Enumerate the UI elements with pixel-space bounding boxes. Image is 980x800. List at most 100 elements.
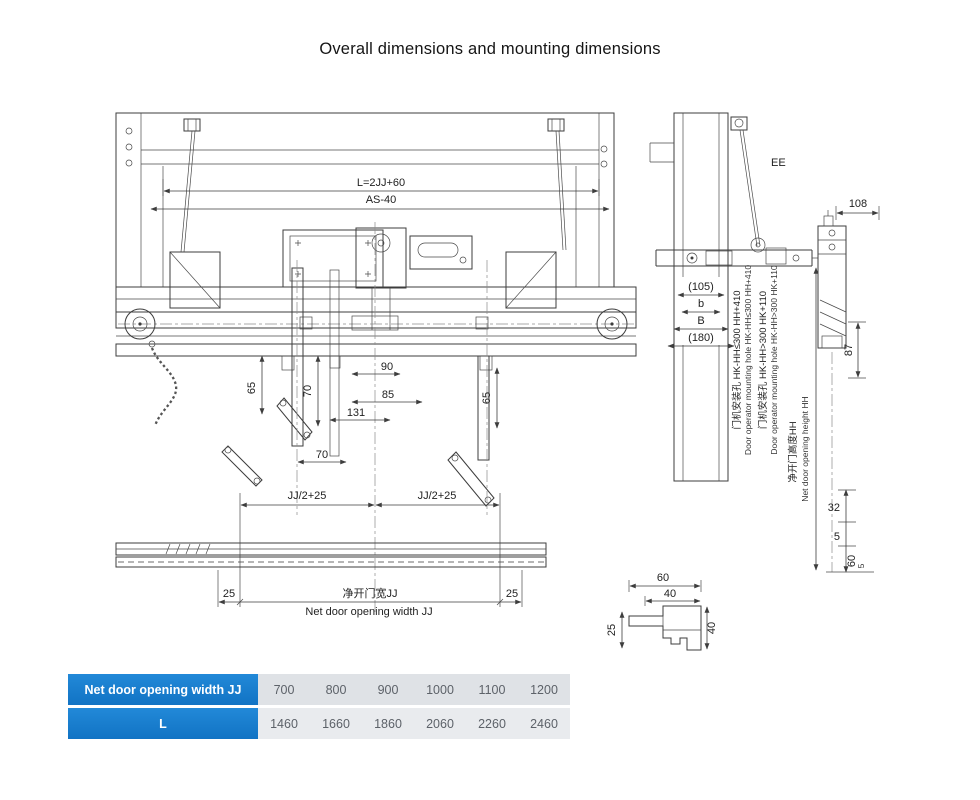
svg-text:90: 90 [381, 361, 393, 373]
header-arm-assembly [655, 237, 818, 267]
wall-width-dims: (105) b B (180) [667, 277, 735, 349]
hanger-bolt-left [180, 118, 201, 253]
svg-text:108: 108 [849, 198, 867, 210]
dim-bottom-chain: 32 5 60 5 [826, 489, 874, 573]
door-coupler-left [221, 445, 263, 487]
svg-text:JJ/2+25: JJ/2+25 [288, 490, 327, 502]
compensation-chain [148, 340, 178, 427]
controller-box [282, 229, 384, 288]
dim-65-right: 65 [481, 367, 500, 429]
dim-87: 87 [843, 321, 866, 379]
mounting-hole [125, 127, 133, 135]
dim-108: 108 [835, 198, 880, 220]
svg-text:87: 87 [843, 344, 855, 356]
dim-85: 85 [351, 389, 423, 405]
dim-25-left-label: 25 [223, 588, 235, 600]
mounting-hole [125, 159, 133, 167]
svg-text:65: 65 [481, 392, 493, 404]
svg-text:65: 65 [246, 382, 258, 394]
dim-section-25: 25 [606, 611, 625, 649]
table-cell: 1660 [310, 708, 362, 739]
net-height-cn-label: 净开门高度HH [787, 421, 799, 482]
dim-jj-half-right: JJ/2+25 [375, 490, 500, 508]
table-row-l: L 1460 1660 1860 2060 2260 2460 [68, 708, 570, 739]
motor-pulley [355, 227, 407, 330]
dim-B-label: B [697, 315, 704, 327]
dim-65-left: 65 [246, 355, 265, 415]
table-cell: 1200 [518, 674, 570, 705]
dim-60-label: 60 [846, 555, 858, 567]
section-detail: 60 40 25 40 [606, 572, 718, 651]
dim-5a-label: 5 [834, 531, 840, 543]
dim-section-40-side: 40 [704, 606, 718, 650]
mounting-hole-note-2-en: Door operator mounting hole HK-HH>300 HK… [769, 265, 779, 455]
svg-text:60: 60 [657, 572, 669, 584]
top-bracket [730, 116, 761, 247]
roller-right [596, 308, 628, 340]
table-cell: 1100 [466, 674, 518, 705]
mounting-hole [600, 160, 608, 168]
dim-32-label: 32 [828, 502, 840, 514]
svg-text:131: 131 [347, 407, 365, 419]
side-view: EE 108 [649, 112, 880, 573]
hanger-bolt-right [547, 118, 567, 251]
table-header-l: L [68, 708, 258, 739]
dim-l-formula: L=2JJ+60 [162, 177, 600, 196]
roller-left [124, 308, 156, 340]
dim-5b-label: 5 [856, 563, 866, 568]
mounting-hole-note-2-cn: 门机安装孔 HK-HH>300 HK+110 [757, 291, 769, 429]
svg-text:JJ/2+25: JJ/2+25 [418, 490, 457, 502]
net-height-en-label: Net door opening height HH [800, 396, 810, 501]
mounting-hole [125, 143, 133, 151]
table-cell: 2260 [466, 708, 518, 739]
table-cell: 2060 [414, 708, 466, 739]
dim-as40: AS-40 [150, 194, 610, 212]
transom-panel [115, 112, 615, 288]
dim-net-width: 25 净开门宽JJ 25 Net door opening width JJ [217, 570, 523, 618]
net-width-cn-label: 净开门宽JJ [343, 586, 398, 600]
svg-text:85: 85 [382, 389, 394, 401]
dim-section-60: 60 [628, 572, 702, 592]
operator-profile [817, 210, 847, 349]
svg-text:70: 70 [302, 385, 314, 397]
model-label: AS-40 [366, 194, 397, 206]
svg-text:40: 40 [706, 622, 718, 634]
table-cell: 900 [362, 674, 414, 705]
svg-text:40: 40 [664, 588, 676, 600]
table-cell: 1000 [414, 674, 466, 705]
table-cell: 2460 [518, 708, 570, 739]
mounting-hole-note-1-en: Door operator mounting hole HK-HH≤300 HH… [743, 265, 753, 455]
dim-70-upper: 70 [302, 355, 321, 427]
door-vane-left [276, 267, 340, 457]
page-title: Overall dimensions and mounting dimensio… [319, 40, 661, 58]
dim-b-label: b [698, 298, 704, 310]
svg-text:70: 70 [316, 449, 328, 461]
dim-section-40-top: 40 [644, 588, 701, 606]
net-width-en-label: Net door opening width JJ [305, 606, 432, 618]
dim-131: 131 [329, 407, 391, 423]
sill-profile [628, 605, 702, 651]
mounting-hole-note-1-cn: 门机安装孔 HK-HH≤300 HH+410 [731, 290, 743, 429]
ee-label: EE [771, 157, 786, 169]
dim-25-right-label: 25 [506, 588, 518, 600]
bracket-plate-left [169, 251, 221, 309]
dim-180-label: (180) [688, 332, 714, 344]
table-header-net-width: Net door opening width JJ [68, 674, 258, 705]
dim-105-label: (105) [688, 281, 714, 293]
bracket-plate-right [505, 251, 557, 309]
sill-assembly [115, 542, 547, 568]
svg-text:25: 25 [606, 624, 618, 636]
table-cell: 1860 [362, 708, 414, 739]
front-view: L=2JJ+60 AS-40 [115, 112, 637, 618]
dim-90: 90 [351, 361, 401, 377]
track-assembly [115, 286, 637, 371]
table-cell: 700 [258, 674, 310, 705]
table-row-jj: Net door opening width JJ 700 800 900 10… [68, 674, 570, 705]
dim-70-lower: 70 [297, 449, 347, 465]
table-cell: 1460 [258, 708, 310, 739]
dimension-table: Net door opening width JJ 700 800 900 10… [68, 674, 570, 742]
l-formula-label: L=2JJ+60 [357, 177, 405, 189]
dim-jj-half-left: JJ/2+25 [239, 490, 501, 607]
